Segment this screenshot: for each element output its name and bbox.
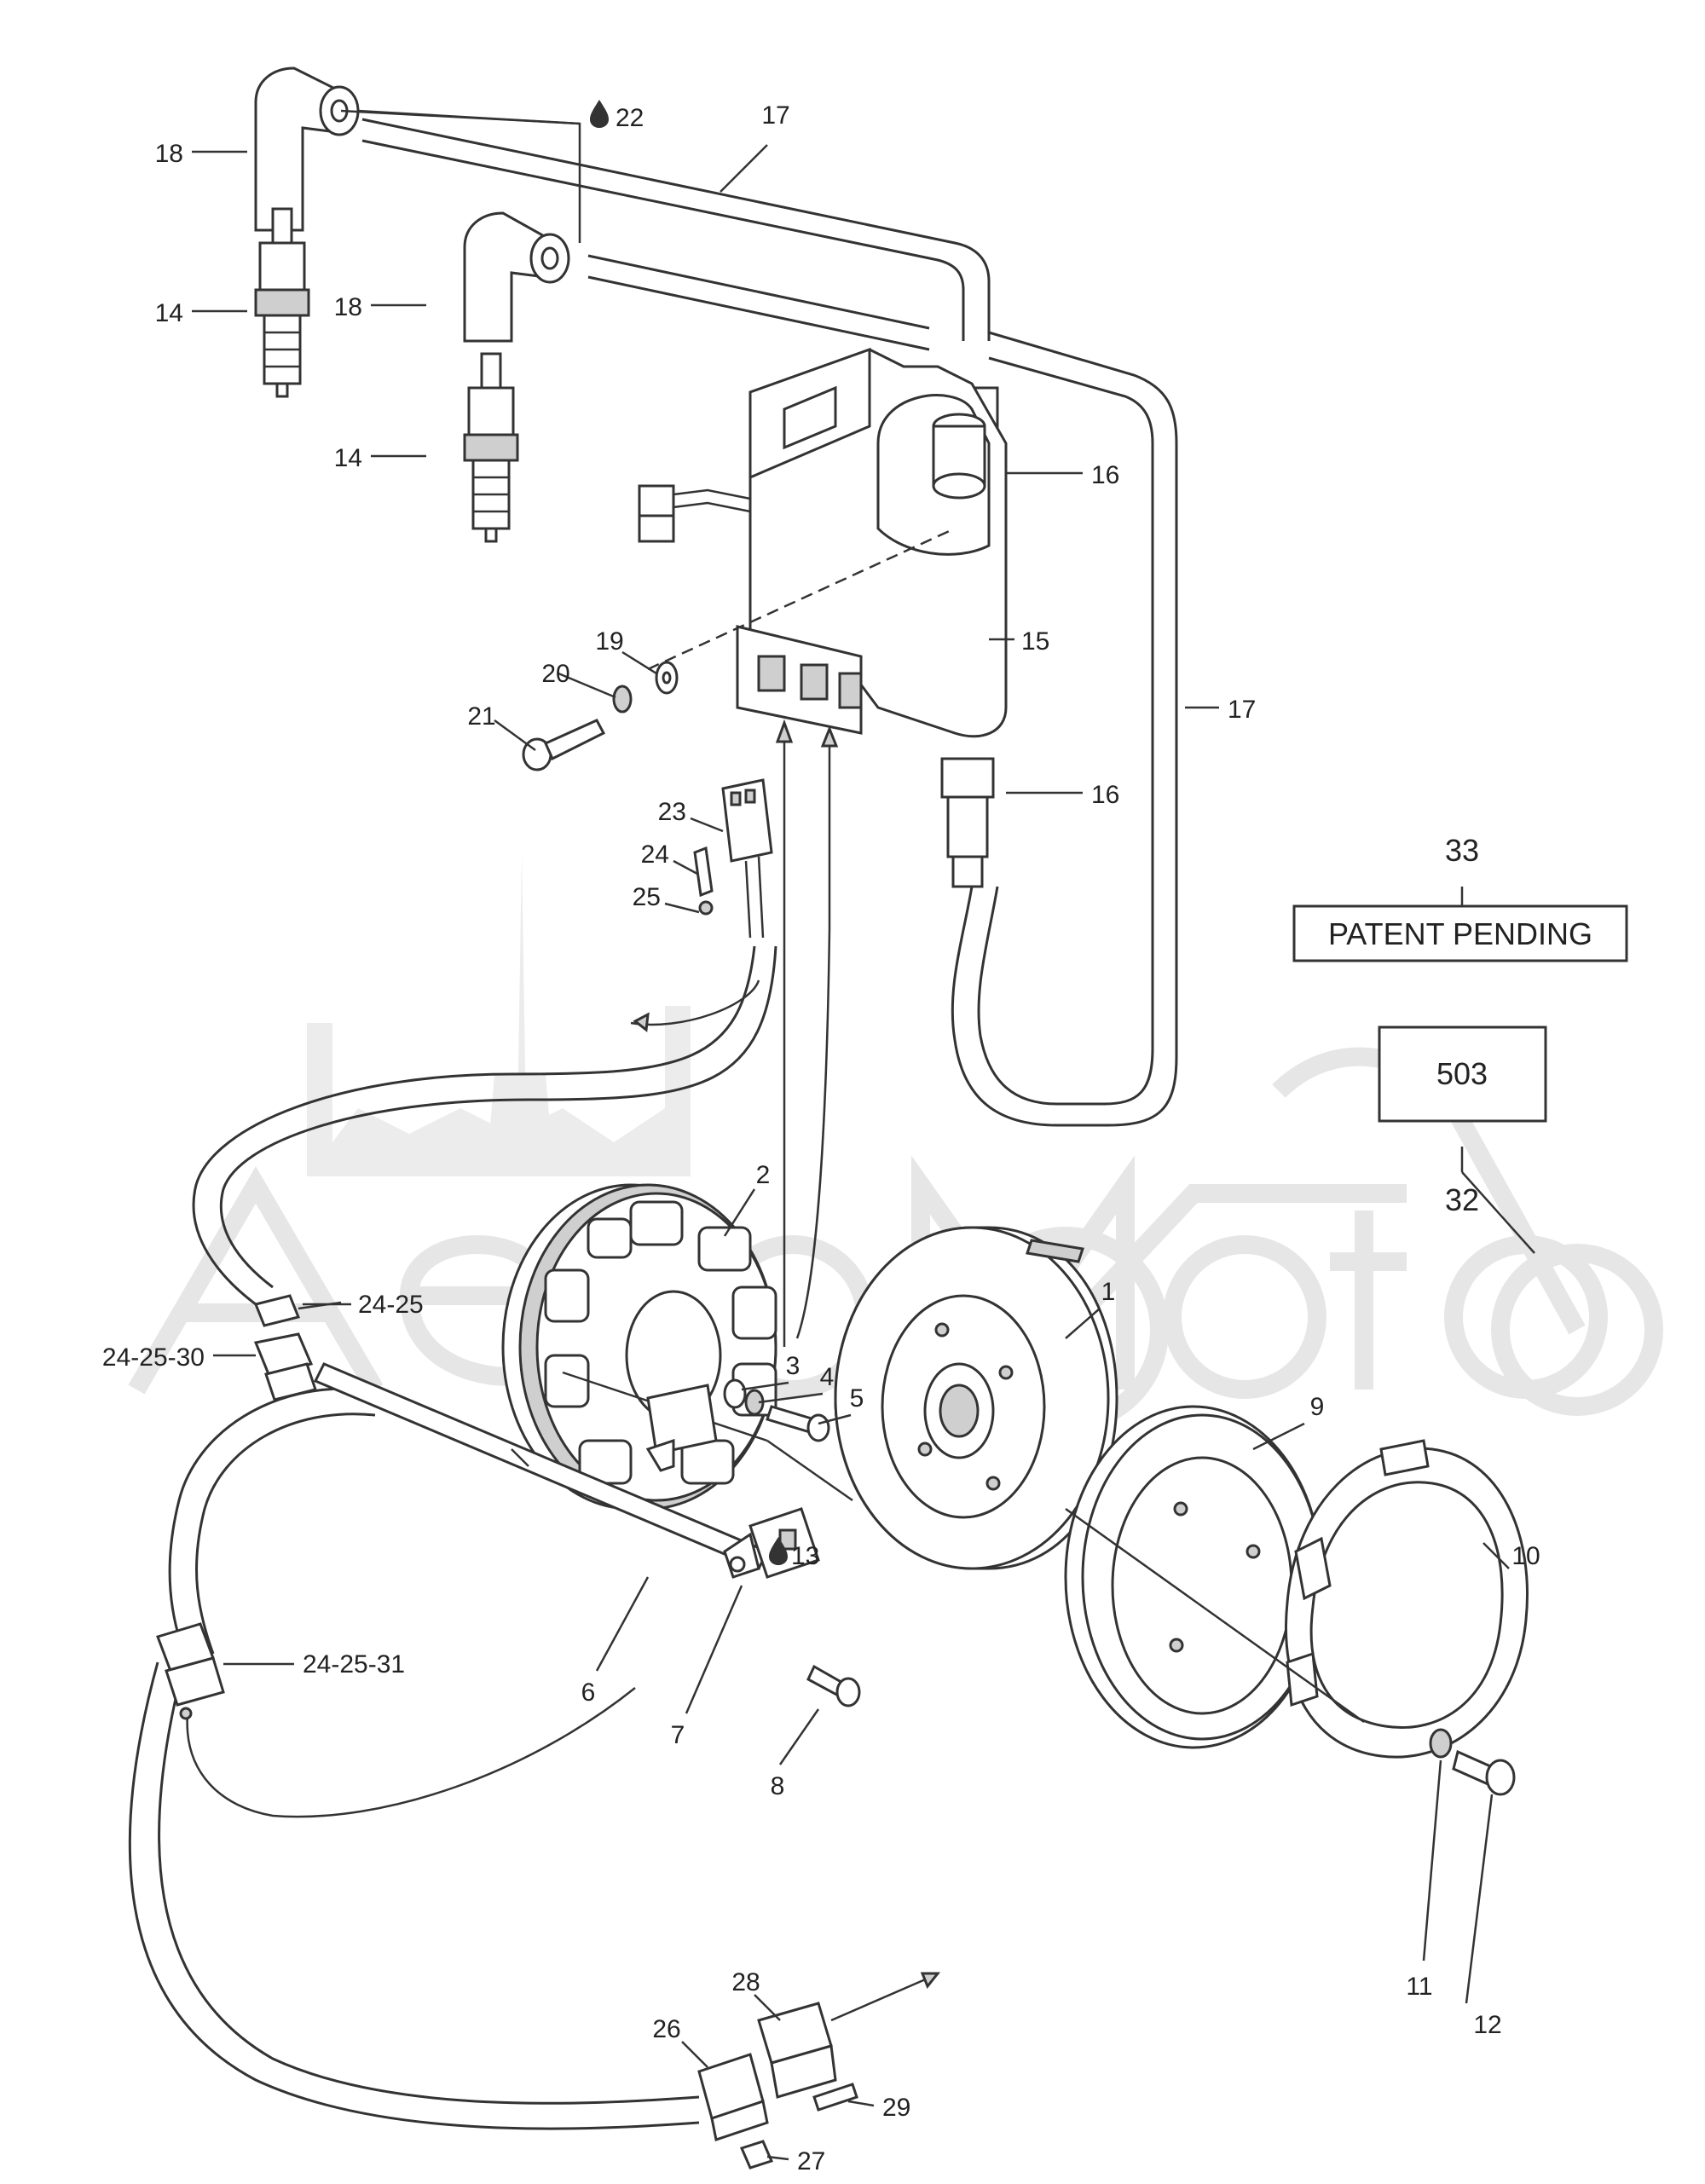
label-7: 7 bbox=[671, 1721, 685, 1749]
label-18-lower: 18 bbox=[334, 293, 362, 321]
connector-housing-23 bbox=[721, 778, 773, 939]
label-28: 28 bbox=[731, 1968, 760, 1996]
connector-housing-26 bbox=[697, 2053, 769, 2141]
terminal-27 bbox=[739, 2140, 774, 2170]
label-24-25-30: 24-25-30 bbox=[102, 1343, 205, 1372]
lock-washer-20 bbox=[612, 685, 633, 714]
high-tension-wire-17 bbox=[361, 118, 1178, 1127]
label-2: 2 bbox=[756, 1161, 771, 1189]
screw-12 bbox=[1452, 1749, 1516, 1796]
spark-plug-cap-18-lower bbox=[463, 211, 570, 343]
screw-21 bbox=[522, 719, 606, 771]
label-16-upper: 16 bbox=[1091, 461, 1119, 489]
spark-plug-14-lower bbox=[463, 352, 519, 543]
label-25: 25 bbox=[633, 883, 661, 911]
box-503 bbox=[1378, 1026, 1547, 1123]
label-3: 3 bbox=[786, 1352, 800, 1380]
patent-pending-box bbox=[1292, 904, 1628, 962]
protector-10 bbox=[1065, 1439, 1529, 1759]
label-9: 9 bbox=[1310, 1393, 1325, 1421]
label-16-lower: 16 bbox=[1091, 781, 1119, 809]
label-21: 21 bbox=[467, 702, 495, 731]
seal-25 bbox=[698, 900, 714, 916]
label-24: 24 bbox=[641, 841, 669, 869]
label-13: 13 bbox=[791, 1542, 819, 1570]
stator-2 bbox=[501, 1183, 853, 1511]
spark-plug-cap-18-upper bbox=[254, 66, 360, 232]
label-17-upper: 17 bbox=[761, 101, 789, 130]
label-20: 20 bbox=[541, 660, 569, 688]
label-23: 23 bbox=[658, 798, 686, 826]
label-11: 11 bbox=[1406, 1973, 1432, 2001]
label-6: 6 bbox=[581, 1678, 596, 1707]
label-14-lower: 14 bbox=[334, 444, 362, 472]
washer-19 bbox=[655, 661, 679, 695]
terminal-29 bbox=[812, 2083, 858, 2112]
connector-24-25-30 bbox=[253, 1332, 317, 1401]
label-33: 33 bbox=[1445, 833, 1479, 868]
boot-16-lower bbox=[940, 757, 995, 888]
terminal-24 bbox=[693, 846, 714, 898]
label-24-25-31: 24-25-31 bbox=[303, 1650, 405, 1678]
label-5: 5 bbox=[850, 1384, 864, 1413]
trigger-coil-7 bbox=[723, 1507, 820, 1579]
label-14-upper: 14 bbox=[155, 299, 183, 327]
label-10: 10 bbox=[1511, 1542, 1540, 1570]
leader-lines bbox=[192, 109, 1535, 2161]
drop-icon bbox=[590, 100, 609, 128]
label-15: 15 bbox=[1021, 627, 1049, 656]
label-32: 32 bbox=[1445, 1182, 1479, 1217]
label-29: 29 bbox=[882, 2094, 910, 2122]
connector-24-25 bbox=[253, 1294, 342, 1327]
flywheel-1 bbox=[834, 1226, 1118, 1570]
label-8: 8 bbox=[771, 1772, 785, 1800]
label-18-upper: 18 bbox=[155, 140, 183, 168]
label-24-25: 24-25 bbox=[358, 1291, 424, 1319]
ignition-coil-15 bbox=[638, 347, 1008, 738]
label-27: 27 bbox=[797, 2147, 825, 2175]
connector-24-25-31 bbox=[156, 1622, 225, 1707]
pickup-coil bbox=[645, 1384, 718, 1472]
label-12: 12 bbox=[1473, 2011, 1501, 2039]
patent-pending-text: PATENT PENDING bbox=[1328, 916, 1592, 951]
label-26: 26 bbox=[652, 2015, 680, 2043]
spark-plug-14-upper bbox=[254, 207, 310, 398]
label-19: 19 bbox=[595, 627, 623, 656]
drop-icon bbox=[769, 1537, 788, 1565]
label-22: 22 bbox=[616, 104, 644, 132]
box-503-text: 503 bbox=[1436, 1056, 1488, 1091]
part-labels: 18 18 14 14 22 17 16 15 17 16 19 20 21 2… bbox=[102, 101, 1540, 2175]
starter-cup-9 bbox=[1064, 1405, 1323, 1749]
label-1: 1 bbox=[1101, 1278, 1116, 1306]
screw-8 bbox=[806, 1664, 861, 1707]
wiring-harness bbox=[128, 719, 839, 2130]
washer-11 bbox=[1429, 1728, 1453, 1759]
washer-3 bbox=[723, 1378, 747, 1409]
label-17-lower: 17 bbox=[1228, 696, 1256, 724]
connector-housing-28 bbox=[757, 1972, 941, 2099]
label-4: 4 bbox=[820, 1363, 835, 1391]
